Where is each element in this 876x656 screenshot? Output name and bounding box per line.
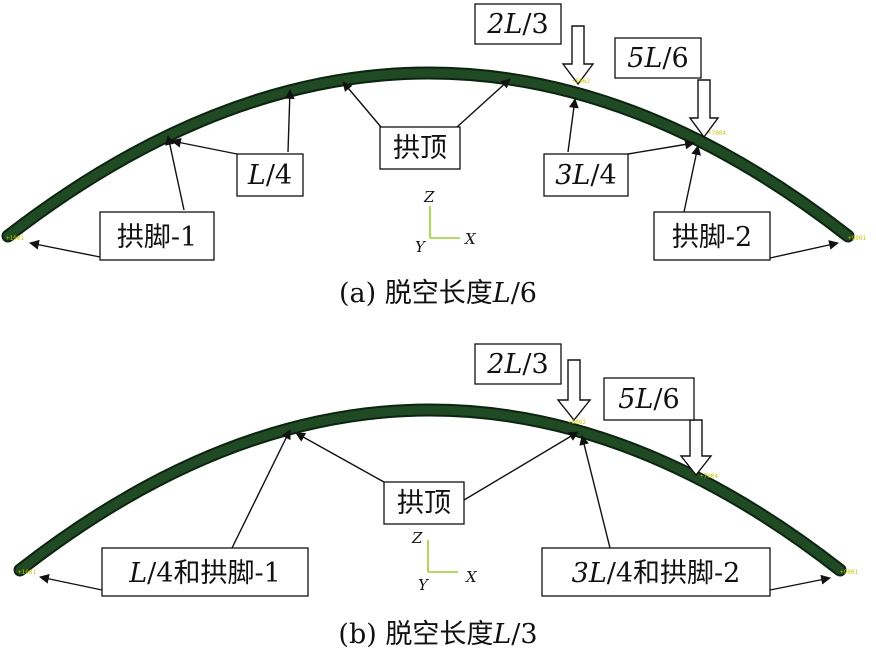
caption-a: (a) 脱空长度L/6 — [339, 278, 537, 309]
svg-text:拱顶: 拱顶 — [393, 133, 447, 164]
svg-text:3L/4和拱脚-2: 3L/4和拱脚-2 — [572, 558, 741, 589]
pointer-3l4-a-3 — [683, 145, 701, 213]
load-arrow-5l6-a — [688, 79, 720, 139]
pointer-crown-b-1 — [295, 432, 385, 483]
pointer-3l4-a-2 — [627, 139, 695, 155]
pointer-lines-a — [29, 78, 839, 259]
label-5l6-a: 5L/6 — [614, 37, 702, 79]
axis-x-label-b: X — [465, 568, 478, 586]
axis-triad-a: Z Y X — [415, 188, 477, 256]
axis-y-label-a: Y — [415, 238, 427, 256]
pointer-lines-b — [39, 429, 831, 591]
label-crown-a: 拱顶 — [379, 126, 461, 170]
label-l4-a: L/4 — [236, 153, 304, 197]
svg-text:L/4和拱脚-1: L/4和拱脚-1 — [128, 558, 281, 589]
pointer-foot1-b — [39, 574, 103, 591]
label-l4-foot1-b: L/4和拱脚-1 — [101, 547, 309, 597]
pointer-crown-b-2 — [463, 431, 579, 501]
axis-x-label-a: X — [464, 230, 477, 248]
svg-text:5L/6: 5L/6 — [618, 384, 679, 415]
load-arrow-2l3-b — [556, 359, 592, 422]
arch-beam-a-core — [3, 68, 853, 241]
svg-text:5L/6: 5L/6 — [627, 43, 688, 74]
label-5l6-b: 5L/6 — [603, 377, 695, 421]
axis-y-label-b: Y — [418, 576, 430, 594]
svg-text:L/4: L/4 — [247, 160, 292, 191]
label-2l3-b: 2L/3 — [474, 343, 562, 385]
pointer-crown-a-2 — [456, 78, 511, 128]
node-tag-foot2-b: +9001 — [840, 569, 858, 576]
panel-b: +5062 +7004 +1001 +9001 2L/3 5L/6 拱顶 L/4… — [13, 343, 858, 650]
axis-z-label-b: Z — [411, 529, 423, 547]
svg-text:拱脚-2: 拱脚-2 — [672, 222, 752, 253]
caption-b: (b) 脱空长度L/3 — [338, 619, 537, 650]
label-3l4-a: 3L/4 — [543, 153, 629, 197]
label-foot1-a: 拱脚-1 — [99, 211, 215, 261]
pointer-l4-a-1 — [165, 135, 185, 211]
node-tag-foot2-a: +9001 — [848, 235, 866, 242]
node-tag-foot1-a: +1001 — [6, 235, 24, 242]
svg-text:3L/4: 3L/4 — [555, 160, 616, 191]
node-tag-2l3-b: +5062 — [568, 419, 586, 426]
axis-triad-b: Z Y X — [411, 529, 478, 594]
pointer-l4-a-3 — [284, 89, 295, 153]
pointer-l4-b — [231, 429, 291, 549]
svg-text:2L/3: 2L/3 — [486, 349, 548, 380]
pointer-foot2-a — [769, 240, 839, 259]
pointer-3l4-b — [579, 435, 611, 549]
pointer-foot1-a — [29, 239, 101, 258]
label-foot2-a: 拱脚-2 — [653, 211, 771, 261]
panel-a: +5062 +7004 +1001 +9001 2L/3 5L/6 拱顶 L/4… — [1, 3, 866, 309]
node-tag-5l6-b: +7004 — [700, 473, 718, 480]
pointer-foot2-b — [769, 574, 831, 591]
svg-text:2L/3: 2L/3 — [486, 9, 548, 40]
load-arrow-2l3-a — [561, 25, 595, 86]
label-crown-b: 拱顶 — [383, 481, 465, 525]
load-arrow-5l6-b — [679, 419, 713, 477]
pointer-crown-a-1 — [342, 81, 382, 128]
axis-z-label-a: Z — [423, 188, 435, 206]
node-tag-5l6-a: +7004 — [708, 130, 726, 137]
node-tag-2l3-a: +5062 — [572, 78, 590, 85]
svg-text:拱顶: 拱顶 — [397, 488, 451, 519]
svg-text:拱脚-1: 拱脚-1 — [117, 222, 197, 253]
pointer-3l4-a-1 — [567, 98, 579, 153]
label-2l3-a: 2L/3 — [474, 3, 562, 45]
pointer-l4-a-2 — [171, 137, 238, 155]
arch-beam-b-core — [15, 405, 845, 575]
node-tag-foot1-b: +1001 — [18, 569, 36, 576]
label-3l4-foot2-b: 3L/4和拱脚-2 — [541, 547, 771, 597]
